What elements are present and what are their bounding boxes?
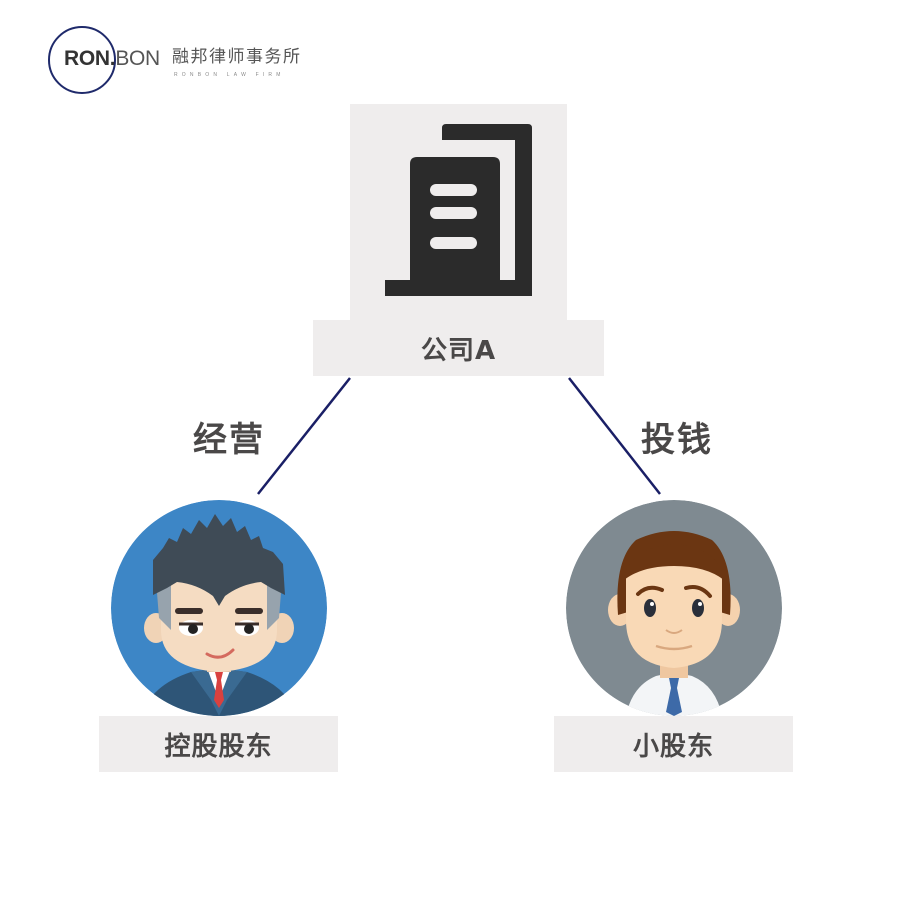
firm-name-chinese: 融邦律师事务所 (172, 47, 302, 67)
party-label-minority-shareholder: 小股东 (632, 731, 714, 762)
company-node: 公司A (313, 320, 604, 376)
logo-light-text: BON (115, 47, 160, 70)
company-label: 公司A (420, 335, 497, 366)
party-node-controlling: 控股股东 (99, 716, 338, 772)
connector-line-left (257, 377, 351, 495)
party-label-controlling-shareholder: 控股股东 (164, 731, 273, 762)
relation-label-invest: 投钱 (641, 420, 713, 460)
employee-avatar-icon (566, 500, 782, 716)
party-node-minority: 小股东 (554, 716, 793, 772)
logo-bold-text: RON. (64, 47, 116, 70)
businessman-avatar (111, 500, 327, 716)
relation-label-operate: 经营 (193, 420, 265, 460)
building-icon (385, 124, 532, 296)
firm-name-english: RONBON LAW FIRM (174, 72, 285, 78)
logo: RON.BON (64, 46, 160, 72)
logo-circle (48, 26, 116, 94)
businessman-avatar-icon (111, 500, 327, 716)
employee-avatar (566, 500, 782, 716)
company-icon-box (350, 104, 567, 320)
